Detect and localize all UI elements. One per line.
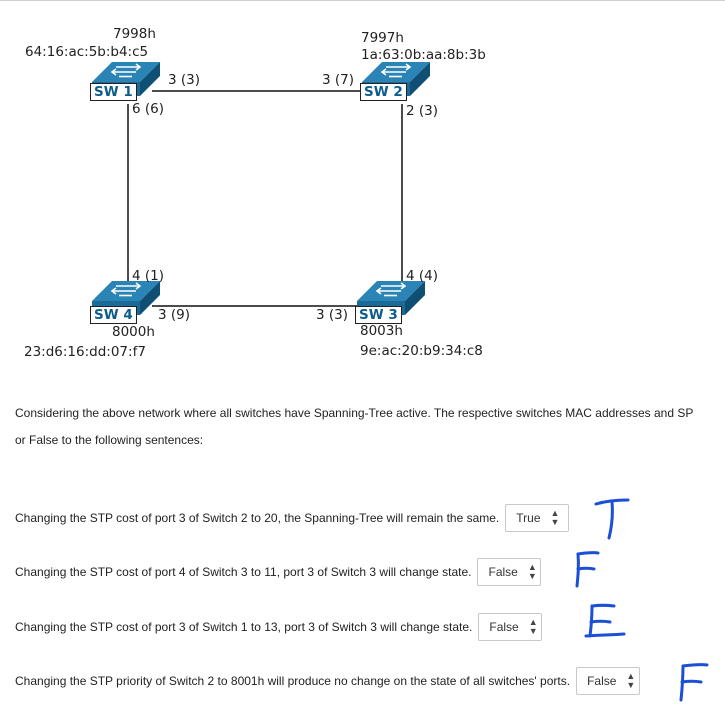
diagram-canvas (91, 61, 431, 316)
top-border (0, 0, 725, 1)
switch-3-label: SW 3 (355, 306, 402, 324)
statement-row: Changing the STP cost of port 4 of Switc… (15, 558, 542, 586)
sw2-port-left: 3 (7) (322, 72, 355, 88)
switch-2-priority: 7997h (361, 30, 404, 46)
handwritten-t-mark (594, 498, 630, 540)
sw3-port-left: 3 (3) (316, 307, 349, 323)
switch-1-label: SW 1 (90, 83, 137, 101)
sw4-port-right: 3 (9) (158, 307, 191, 323)
selected-value: False (587, 674, 617, 688)
switch-4-mac: 23:d6:16:dd:07:f7 (24, 344, 146, 360)
switch-2-label: SW 2 (360, 83, 407, 101)
sort-arrows-icon: ▲▼ (527, 562, 537, 581)
statement-text: Changing the STP cost of port 4 of Switc… (15, 565, 472, 579)
switch-2-mac: 1a:63:0b:aa:8b:3b (361, 47, 486, 63)
sw4-port-up: 4 (1) (132, 268, 165, 284)
handwritten-f-mark (575, 551, 600, 588)
answer-select[interactable]: False ▲▼ (576, 667, 641, 695)
selected-value: False (488, 565, 518, 579)
sw3-port-up: 4 (4) (406, 268, 439, 284)
switch-4-priority: 8000h (112, 324, 155, 340)
question-line-2: or False to the following sentences: (15, 433, 204, 447)
sort-arrows-icon: ▲▼ (550, 508, 560, 527)
sw1-port-right: 3 (3) (168, 72, 201, 88)
sw1-port-down: 6 (6) (132, 101, 165, 117)
handwritten-f-mark (584, 603, 626, 638)
handwritten-f-mark (679, 663, 709, 702)
question-text: Considering the above network where all … (15, 400, 725, 454)
switch-3-mac: 9e:ac:20:b9:34:c8 (360, 343, 483, 359)
sort-arrows-icon: ▲▼ (626, 671, 636, 690)
network-diagram: SW 1 SW 2 SW 4 SW 3 7998h 64:16:ac:5b:b4… (24, 26, 486, 360)
switch-3-priority: 8003h (360, 323, 403, 339)
sw2-port-down: 2 (3) (406, 103, 439, 119)
statement-row: Changing the STP cost of port 3 of Switc… (15, 504, 570, 532)
statement-text: Changing the STP cost of port 3 of Switc… (15, 620, 473, 634)
answer-select[interactable]: False ▲▼ (477, 558, 542, 586)
statement-text: Changing the STP cost of port 3 of Switc… (15, 511, 500, 525)
answer-select[interactable]: False ▲▼ (478, 613, 543, 641)
question-line-1: Considering the above network where all … (15, 406, 694, 420)
answer-select[interactable]: True ▲▼ (505, 504, 570, 532)
switch-4-label: SW 4 (90, 306, 137, 324)
switch-1-priority: 7998h (113, 26, 156, 42)
selected-value: False (489, 620, 519, 634)
statement-row: Changing the STP cost of port 3 of Switc… (15, 613, 543, 641)
statement-row: Changing the STP priority of Switch 2 to… (15, 667, 641, 695)
switch-1-mac: 64:16:ac:5b:b4:c5 (25, 44, 149, 60)
selected-value: True (516, 511, 541, 525)
sort-arrows-icon: ▲▼ (528, 617, 538, 636)
statement-text: Changing the STP priority of Switch 2 to… (15, 674, 571, 688)
